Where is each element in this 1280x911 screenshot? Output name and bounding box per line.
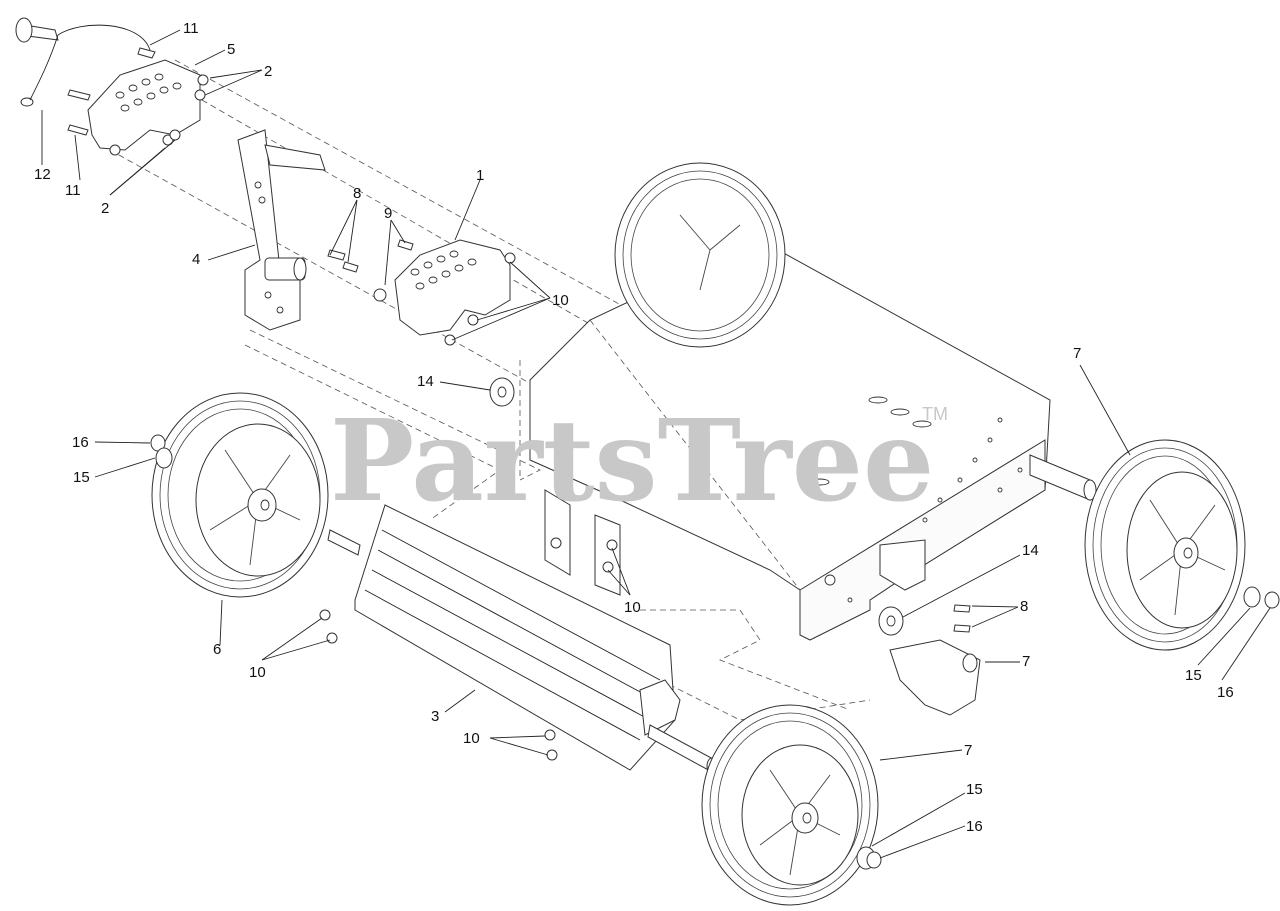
- callout-12: 12: [34, 166, 51, 183]
- right-plate-holes: [410, 250, 477, 290]
- callout-16-right: 16: [1217, 684, 1234, 701]
- callout-15-left: 15: [73, 469, 90, 486]
- callout-16-left: 16: [72, 434, 89, 451]
- lock-pin-cable: [15, 17, 151, 107]
- callout-14-right: 14: [1022, 542, 1039, 559]
- roller-nuts: [319, 537, 618, 761]
- wheel-front-right: [701, 704, 879, 906]
- callout-7-front: 7: [964, 742, 972, 759]
- left-height-plate: [67, 47, 209, 156]
- callout-10-center: 10: [624, 599, 641, 616]
- callout-10-bottom: 10: [463, 730, 480, 747]
- callout-labels: 11 5 2 12 11 2 1 8 9 4 10 14 7 16 15 14 …: [34, 20, 1234, 835]
- callout-4: 4: [192, 251, 200, 268]
- deck-rivets: [810, 396, 1023, 603]
- callout-15-front: 15: [966, 781, 983, 798]
- deck-housing: [529, 239, 1051, 641]
- callout-7-left: 6: [213, 641, 221, 658]
- callout-6: 7: [1022, 653, 1030, 670]
- handle-bracket: [237, 129, 326, 331]
- washer-right: [878, 606, 904, 636]
- callout-5: 3: [431, 708, 439, 725]
- watermark-text: PartsTree: [330, 396, 934, 527]
- callout-3: 5: [227, 41, 235, 58]
- callout-10-top: 10: [552, 292, 569, 309]
- callout-16-front: 16: [966, 818, 983, 835]
- right-height-plate: [327, 239, 516, 346]
- leader-lines: [41, 29, 1271, 859]
- callout-15-right: 15: [1185, 667, 1202, 684]
- wheel-rear-right: [1084, 439, 1246, 651]
- callout-10-left: 10: [249, 664, 266, 681]
- watermark: PartsTree TM: [330, 396, 948, 527]
- roller-assembly: [319, 504, 718, 775]
- callout-8-top: 8: [353, 185, 361, 202]
- callout-14-left: 14: [417, 373, 434, 390]
- callout-1: 1: [476, 167, 484, 184]
- callout-9: 9: [384, 205, 392, 222]
- callout-7-right: 7: [1073, 345, 1081, 362]
- right-axle: [1029, 454, 1097, 501]
- wheel-rear-left: [151, 392, 329, 598]
- washers-clips: [150, 434, 1280, 870]
- callout-2-bottom: 2: [101, 200, 109, 217]
- left-plate-holes: [115, 73, 182, 112]
- right-bracket: [889, 604, 981, 716]
- wheel-front-left: [614, 162, 786, 348]
- phantom-lines: [109, 59, 871, 721]
- callout-8-right: 8: [1020, 598, 1028, 615]
- washer-left: [489, 377, 515, 407]
- callout-11-bottom: 11: [65, 182, 81, 199]
- callout-11-top: 11: [183, 20, 199, 37]
- callout-2-top: 2: [264, 63, 272, 80]
- watermark-tm: TM: [922, 404, 948, 424]
